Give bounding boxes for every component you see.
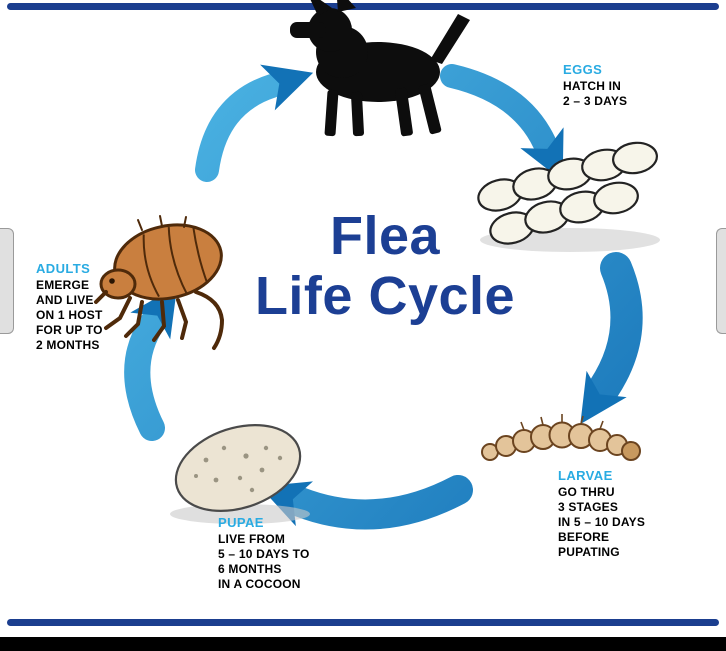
stage-name: PUPAE <box>218 515 264 530</box>
stage-line: IN 5 – 10 DAYS <box>558 515 646 529</box>
dog-silhouette-icon <box>290 0 470 137</box>
title-line-2: Life Cycle <box>254 266 516 326</box>
stage-line: 3 STAGES <box>558 500 619 514</box>
stage-line: 5 – 10 DAYS TO <box>218 547 310 561</box>
stage-line: HATCH IN <box>563 79 622 93</box>
left-edge-artifact <box>0 228 14 334</box>
arrow-larvae-to-pupae-icon <box>259 475 473 530</box>
stage-line: 6 MONTHS <box>218 562 282 576</box>
arrow-eggs-to-larvae-icon <box>580 252 643 425</box>
flea-icon <box>94 215 225 350</box>
right-edge-artifact <box>716 228 726 334</box>
title-line-1: Flea <box>329 206 441 266</box>
stage-line: EMERGE <box>36 278 90 292</box>
stage-pupae: PUPAE LIVE FROM 5 – 10 DAYS TO 6 MONTHS … <box>218 515 378 592</box>
stage-line: AND LIVE <box>36 293 94 307</box>
stage-line: LIVE FROM <box>218 532 286 546</box>
stage-name: ADULTS <box>36 261 91 276</box>
page-title: Flea Life Cycle <box>205 206 565 326</box>
stage-line: BEFORE <box>558 530 610 544</box>
arrow-pupae-to-adults-icon <box>124 286 178 441</box>
stage-line: FOR UP TO <box>36 323 103 337</box>
bottom-black-bar <box>0 637 726 651</box>
stage-name: EGGS <box>563 62 603 77</box>
stage-name: LARVAE <box>558 468 613 483</box>
arrow-host-to-eggs-icon <box>440 64 564 181</box>
frame-bottom-line <box>7 619 719 626</box>
stage-line: PUPATING <box>558 545 620 559</box>
stage-adults: ADULTS EMERGE AND LIVE ON 1 HOST FOR UP … <box>36 261 156 353</box>
stage-line: 2 MONTHS <box>36 338 100 352</box>
stage-line: ON 1 HOST <box>36 308 103 322</box>
frame-top-line <box>7 3 719 10</box>
stage-line: 2 – 3 DAYS <box>563 94 628 108</box>
stage-eggs: EGGS HATCH IN 2 – 3 DAYS <box>563 62 693 109</box>
larva-icon <box>481 414 641 461</box>
cycle-arrows <box>124 64 643 530</box>
eggs-cluster-icon <box>477 141 660 252</box>
stage-larvae: LARVAE GO THRU 3 STAGES IN 5 – 10 DAYS B… <box>558 468 708 560</box>
stage-line: GO THRU <box>558 485 615 499</box>
pupa-cocoon-icon <box>170 424 310 524</box>
arrow-adults-to-host-icon <box>195 64 314 182</box>
stage-line: IN A COCOON <box>218 577 301 591</box>
